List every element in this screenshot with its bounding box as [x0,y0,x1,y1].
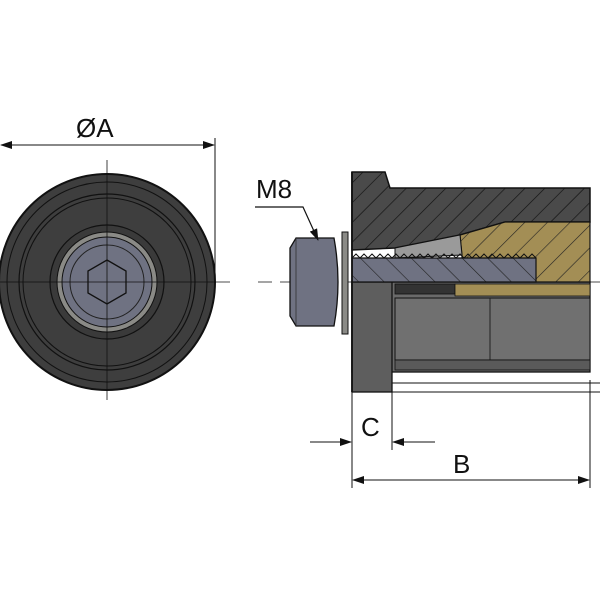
thread-label: M8 [256,174,292,204]
dimension-c-label: C [361,412,380,442]
front-view [0,160,230,400]
dimension-a: ØA [0,113,216,282]
dimension-a-label: ØA [76,113,114,143]
section-view [351,171,591,393]
screw-m8 [289,231,349,335]
dimension-b: B [352,380,600,488]
thread-callout: M8 [255,174,319,241]
dimension-b-label: B [453,449,470,479]
dimension-c: C [310,392,435,488]
